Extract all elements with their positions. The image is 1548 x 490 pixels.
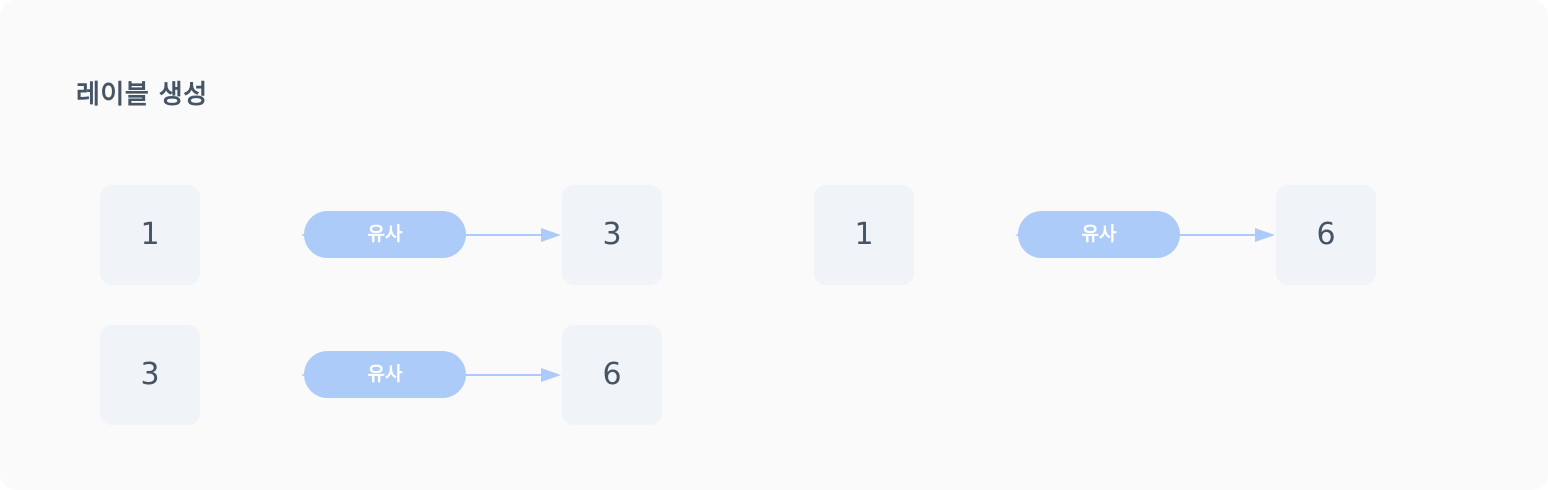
source-node: 1 — [100, 185, 200, 285]
relation-label: 유사 — [1018, 211, 1180, 258]
arrowhead-right-icon — [541, 228, 561, 242]
arrowhead-right-icon — [541, 368, 561, 382]
relation-1-3: 1 유사 3 — [100, 185, 662, 285]
target-node: 6 — [1276, 185, 1376, 285]
source-node: 3 — [100, 325, 200, 425]
source-node: 1 — [814, 185, 914, 285]
relation-label: 유사 — [304, 351, 466, 398]
arrowhead-right-icon — [1255, 228, 1275, 242]
page-title: 레이블 생성 — [76, 80, 208, 110]
target-node: 6 — [562, 325, 662, 425]
target-node: 3 — [562, 185, 662, 285]
relation-1-6: 1 유사 6 — [814, 185, 1376, 285]
relation-label: 유사 — [304, 211, 466, 258]
relation-3-6: 3 유사 6 — [100, 325, 662, 425]
